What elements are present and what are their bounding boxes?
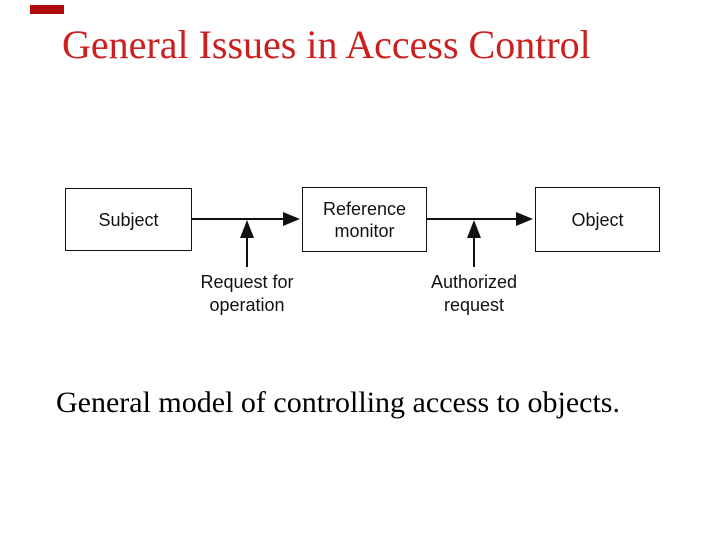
box-reference-monitor: Reference monitor xyxy=(302,187,427,252)
arrowhead-up-icon xyxy=(240,220,254,238)
arrowhead-right-icon xyxy=(516,212,533,226)
arrowhead-right-icon xyxy=(283,212,300,226)
box-reference-monitor-label: Reference monitor xyxy=(322,198,407,241)
arrow-line-authorized-request xyxy=(473,236,475,267)
slide-corner-mark xyxy=(30,5,64,14)
slide-title: General Issues in Access Control xyxy=(62,22,591,67)
box-subject-label: Subject xyxy=(98,209,159,230)
arrowhead-up-icon xyxy=(467,220,481,238)
box-object-label: Object xyxy=(571,209,624,230)
box-object: Object xyxy=(535,187,660,252)
slide-caption: General model of controlling access to o… xyxy=(56,386,620,419)
arrow-line-monitor-to-object xyxy=(427,218,519,220)
box-subject: Subject xyxy=(65,188,192,251)
label-request-for-operation: Request for operation xyxy=(200,272,294,315)
arrow-line-subject-to-monitor xyxy=(192,218,286,220)
label-authorized-request: Authorized request xyxy=(430,272,518,315)
arrow-line-request-for-operation xyxy=(246,236,248,267)
